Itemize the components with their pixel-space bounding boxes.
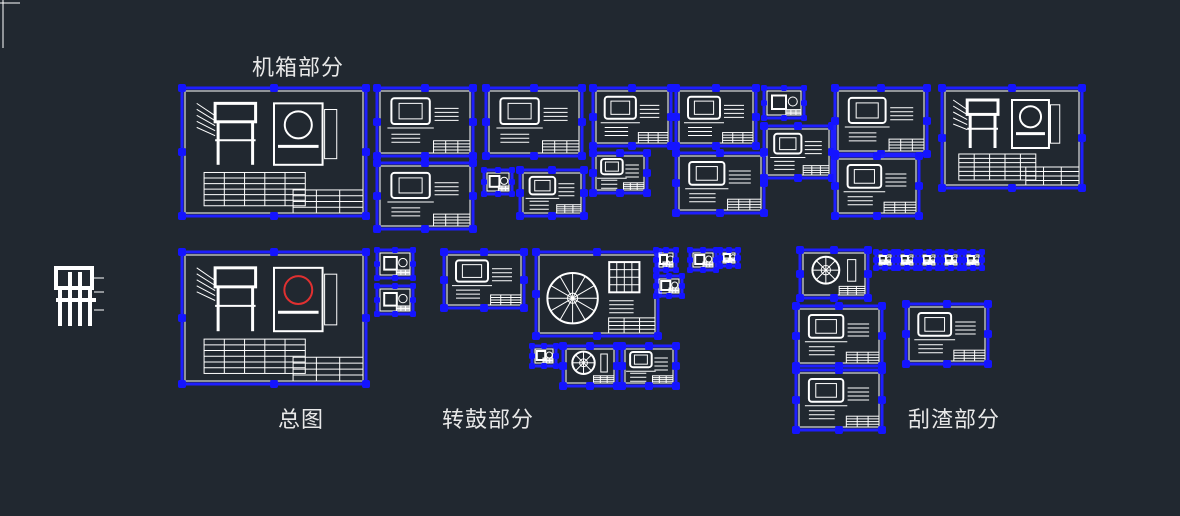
grip-square-icon[interactable] [618, 342, 680, 390]
grip-square-icon[interactable] [792, 366, 886, 434]
sheet-cabinet-assembly[interactable] [178, 84, 370, 220]
grip-square-icon[interactable] [374, 247, 416, 281]
sheet-drum-part-2[interactable] [532, 248, 662, 340]
grip-square-icon[interactable] [961, 249, 985, 271]
grip-square-icon[interactable] [917, 249, 941, 271]
grip-square-icon[interactable] [796, 246, 872, 302]
sheet-cabinet-part-11[interactable] [831, 152, 923, 220]
grip-square-icon[interactable] [761, 85, 807, 121]
sheet-cabinet-part-8[interactable] [672, 149, 768, 217]
sheet-cabinet-frame[interactable] [938, 84, 1086, 192]
label-cabinet-section: 机箱部分 [252, 56, 345, 81]
sheet-cabinet-tiny-2[interactable] [761, 85, 807, 121]
grip-square-icon[interactable] [902, 300, 992, 368]
sheet-cabinet-part-10[interactable] [831, 84, 931, 158]
sheet-drum-tiny-2[interactable] [374, 283, 416, 317]
sheet-scraper-part-3[interactable] [902, 300, 992, 368]
sheet-drum-tiny-6[interactable] [717, 247, 741, 269]
grip-square-icon[interactable] [440, 248, 528, 312]
sheet-drum-part-4[interactable] [618, 342, 680, 390]
grip-square-icon[interactable] [717, 247, 741, 269]
sheet-drum-tiny-5[interactable] [687, 247, 719, 273]
sheet-cabinet-part-3[interactable] [482, 84, 586, 160]
grip-square-icon[interactable] [482, 84, 586, 160]
grip-square-icon[interactable] [831, 152, 923, 220]
sheet-cabinet-part-4[interactable] [516, 166, 588, 220]
sheet-drum-tiny-1[interactable] [374, 247, 416, 281]
sheet-drum-tiny-3[interactable] [653, 247, 679, 273]
grip-square-icon[interactable] [373, 84, 477, 160]
grip-square-icon[interactable] [895, 249, 919, 271]
grip-square-icon[interactable] [373, 159, 477, 233]
sheet-drum-part-1[interactable] [440, 248, 528, 312]
crosshair-icon [0, 0, 20, 48]
grip-square-icon[interactable] [589, 149, 651, 197]
sheet-cabinet-part-9[interactable] [760, 122, 836, 182]
loose-part-drawing[interactable] [54, 266, 104, 326]
sheet-scraper-tiny-3[interactable] [917, 249, 941, 271]
sheet-scraper-tiny-1[interactable] [873, 249, 897, 271]
label-scraper-section: 刮渣部分 [908, 408, 1001, 433]
grip-square-icon[interactable] [831, 84, 931, 158]
grip-square-icon[interactable] [938, 84, 1086, 192]
grip-square-icon[interactable] [653, 247, 679, 273]
grip-square-icon[interactable] [374, 283, 416, 317]
label-drum-section: 转鼓部分 [442, 408, 535, 433]
grip-square-icon[interactable] [687, 247, 719, 273]
grip-square-icon[interactable] [178, 84, 370, 220]
sheet-scraper-tiny-5[interactable] [961, 249, 985, 271]
sheet-scraper-tiny-2[interactable] [895, 249, 919, 271]
sheet-drum-part-3[interactable] [559, 342, 621, 390]
sheet-cabinet-part-1[interactable] [373, 84, 477, 160]
grip-square-icon[interactable] [481, 167, 515, 197]
label-general-assembly: 总图 [278, 408, 325, 433]
sheet-cabinet-tiny-1[interactable] [481, 167, 515, 197]
grip-square-icon[interactable] [516, 166, 588, 220]
grip-square-icon[interactable] [178, 248, 370, 388]
sheet-cabinet-part-5[interactable] [589, 84, 675, 150]
sheet-scraper-part-1[interactable] [796, 246, 872, 302]
sheet-cabinet-part-2[interactable] [373, 159, 477, 233]
sheet-scraper-part-4[interactable] [792, 366, 886, 434]
sheet-scraper-part-2[interactable] [792, 302, 886, 370]
sheet-general-assembly[interactable] [178, 248, 370, 388]
sheet-drum-tiny-7[interactable] [529, 343, 559, 369]
sheet-scraper-tiny-4[interactable] [939, 249, 963, 271]
grip-square-icon[interactable] [653, 273, 685, 299]
sheet-cabinet-part-7[interactable] [672, 84, 760, 150]
grip-square-icon[interactable] [529, 343, 559, 369]
sheet-cabinet-part-6[interactable] [589, 149, 651, 197]
grip-square-icon[interactable] [672, 84, 760, 150]
sheet-drum-tiny-4[interactable] [653, 273, 685, 299]
